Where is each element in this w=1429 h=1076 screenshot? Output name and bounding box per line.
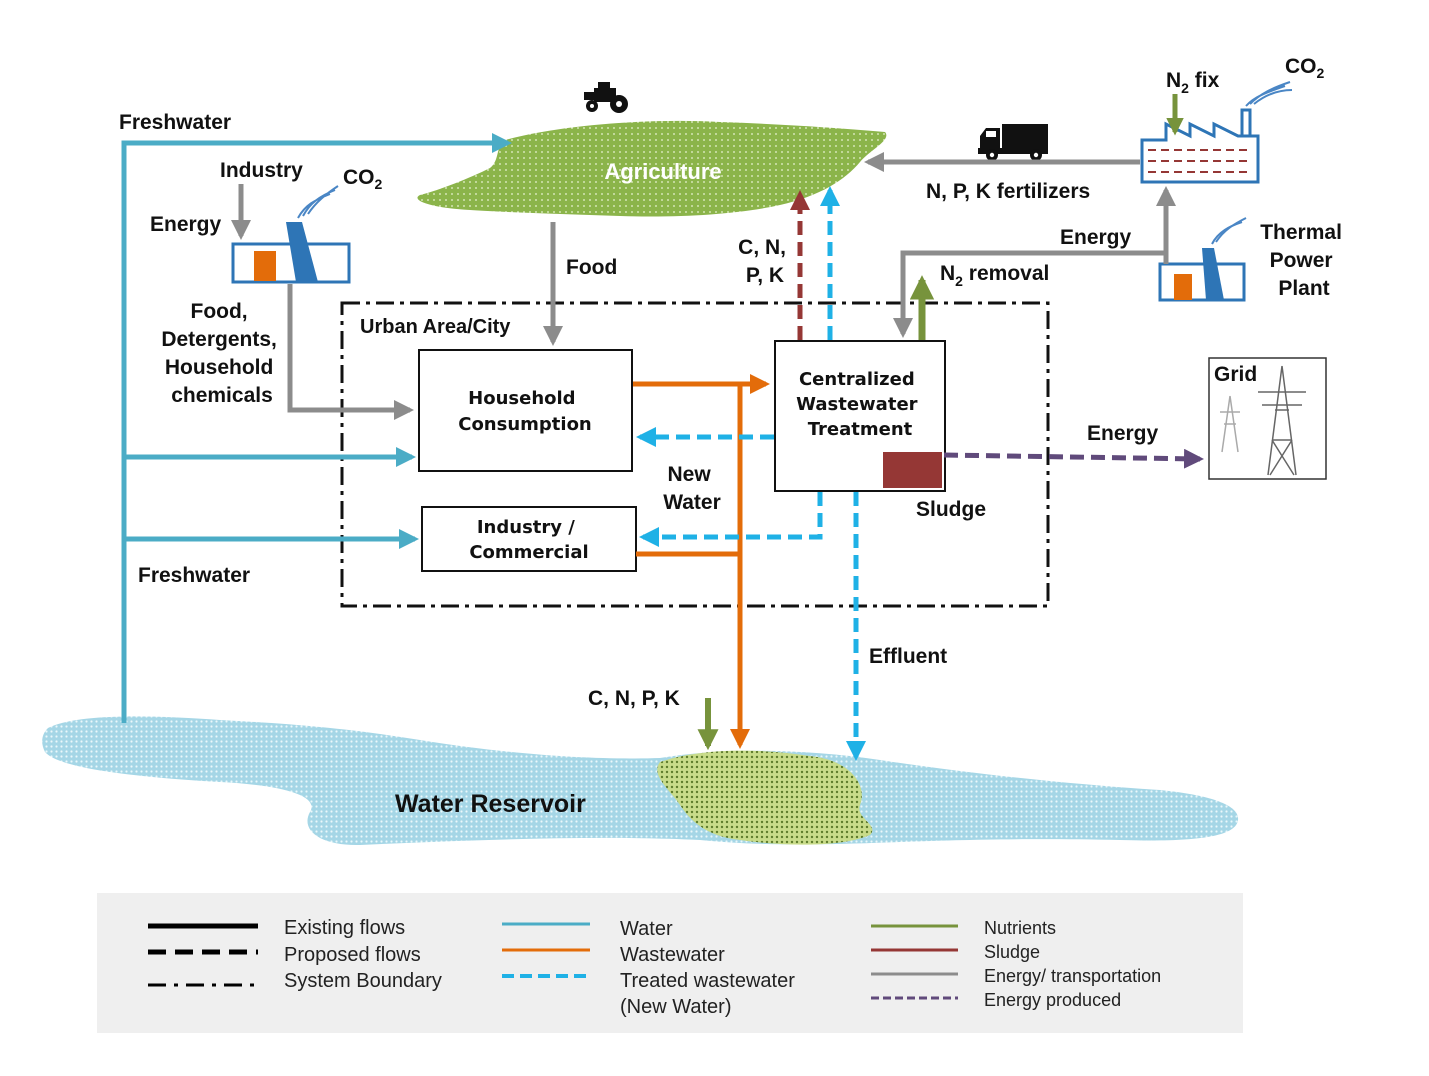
n2-fix-label: N2 fix xyxy=(1166,69,1220,96)
npk-fertilizers-label: N, P, K fertilizers xyxy=(926,180,1090,203)
legend-new-water-label: (New Water) xyxy=(620,996,731,1018)
cnpk-reservoir-label: C, N, P, K xyxy=(588,687,680,710)
reservoir-label: Water Reservoir xyxy=(395,790,586,818)
freshwater-flows xyxy=(121,133,512,723)
urban-area-label: Urban Area/City xyxy=(360,316,511,338)
legend-sludge-label: Sludge xyxy=(984,942,1040,962)
household-consumption-label: Household Consumption xyxy=(458,388,592,435)
fertilizer-factory-icon xyxy=(1140,81,1293,184)
legend-proposed-label: Proposed flows xyxy=(284,944,421,966)
thermal-plant-label: Thermal Power Plant xyxy=(1260,221,1348,300)
cnpk-up-label: C, N, P, K xyxy=(738,236,792,287)
industry-factory-icon xyxy=(231,185,351,284)
legend-nutrients-label: Nutrients xyxy=(984,918,1056,938)
legend-energy-produced-label: Energy produced xyxy=(984,990,1121,1010)
legend: Existing flows Proposed flows System Bou… xyxy=(97,893,1243,1033)
legend-existing-label: Existing flows xyxy=(284,917,405,939)
water-reservoir-shape xyxy=(42,716,1239,846)
grid-label: Grid xyxy=(1214,363,1257,386)
food-label: Food xyxy=(566,256,617,279)
treated-water-flows xyxy=(636,427,866,761)
sludge-block xyxy=(883,452,942,488)
energy-left-label: Energy xyxy=(150,213,222,236)
household-consumption-box xyxy=(418,349,633,472)
polluted-area-shape xyxy=(657,750,873,845)
legend-water-label: Water xyxy=(620,918,673,940)
transmission-tower-icon xyxy=(1220,365,1306,476)
co2-left-label: CO2 xyxy=(343,166,383,192)
tractor-icon xyxy=(584,82,628,113)
legend-wastewater-label: Wastewater xyxy=(620,944,725,966)
agriculture-field-shape xyxy=(417,120,887,217)
effluent-label: Effluent xyxy=(869,645,947,668)
legend-boundary-label: System Boundary xyxy=(284,970,442,992)
energy-produced-arrow xyxy=(943,448,1204,469)
grid-box xyxy=(1208,357,1327,480)
industry-label: Industry xyxy=(220,159,303,182)
legend-energy-label: Energy/ transportation xyxy=(984,966,1161,986)
new-water-label: New Water xyxy=(663,463,721,514)
legend-background xyxy=(97,893,1243,1033)
urban-system-boundary xyxy=(340,301,1050,608)
power-plant-icon xyxy=(1158,217,1247,302)
agriculture-label: Agriculture xyxy=(604,159,721,184)
n2-removal-label: N2 removal xyxy=(940,262,1049,289)
truck-icon xyxy=(978,124,1048,161)
industry-commercial-box xyxy=(421,506,637,572)
food-detergents-label: Food, Detergents, Household chemicals xyxy=(161,300,282,407)
energy-transport-flows xyxy=(231,152,1176,420)
wastewater-flows xyxy=(633,374,770,749)
sludge-label: Sludge xyxy=(916,498,986,521)
legend-treated-label: Treated wastewater xyxy=(620,970,795,992)
energy-grid-label: Energy xyxy=(1087,422,1159,445)
freshwater-top-label: Freshwater xyxy=(119,111,231,134)
freshwater-bottom-label: Freshwater xyxy=(138,564,250,587)
co2-right-label: CO2 xyxy=(1285,55,1325,81)
industry-commercial-label: Industry / Commercial xyxy=(469,517,588,563)
energy-right-label: Energy xyxy=(1060,226,1132,249)
wastewater-treatment-label: Centralized Wastewater Treatment xyxy=(796,369,924,440)
